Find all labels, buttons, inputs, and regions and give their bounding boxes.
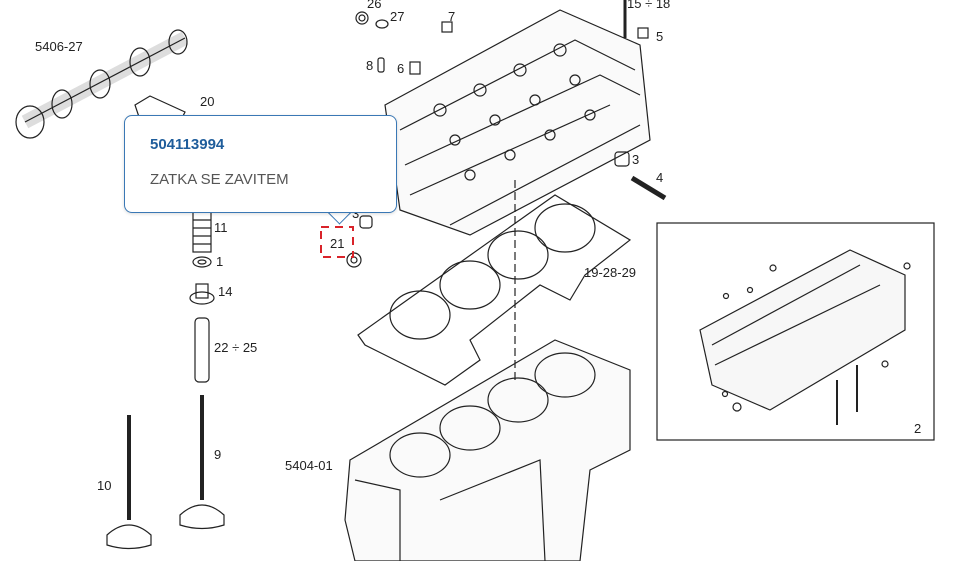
label-7: 7 — [448, 9, 455, 24]
label-11: 11 — [214, 220, 228, 235]
part-info-popup: 504113994 ZATKA SE ZAVITEM — [124, 115, 397, 213]
part-9-valve[interactable] — [179, 395, 225, 530]
label-27: 27 — [390, 9, 404, 24]
label-gasket: 19-28-29 — [584, 265, 636, 280]
part-5[interactable] — [637, 27, 649, 39]
label-21: 21 — [330, 236, 344, 251]
head-gasket-part[interactable] — [357, 194, 632, 386]
label-4: 4 — [656, 170, 663, 185]
part-small-3[interactable] — [359, 215, 373, 229]
part-3[interactable] — [614, 151, 630, 167]
label-5: 5 — [656, 29, 663, 44]
label-6: 6 — [397, 61, 404, 76]
label-14: 14 — [218, 284, 232, 299]
part-11-spring[interactable] — [192, 211, 212, 253]
label-26: 26 — [367, 0, 381, 11]
part-1-ring[interactable] — [192, 256, 212, 268]
label-20: 20 — [200, 94, 214, 109]
part-27[interactable] — [375, 19, 389, 29]
label-3: 3 — [632, 152, 639, 167]
camshaft-part[interactable] — [15, 29, 189, 139]
part-4[interactable] — [630, 175, 667, 201]
part-8[interactable] — [377, 57, 385, 73]
part-10-valve[interactable] — [106, 415, 152, 550]
engine-block-part[interactable] — [344, 339, 631, 561]
part-description: ZATKA SE ZAVITEM — [150, 171, 289, 188]
part-22-25-guide[interactable] — [194, 317, 210, 383]
inset-panel[interactable] — [656, 222, 935, 441]
label-8: 8 — [366, 58, 373, 73]
label-9: 9 — [214, 447, 221, 462]
label-block: 5404-01 — [285, 458, 333, 473]
label-small-3: 3 — [352, 206, 359, 221]
label-10: 10 — [97, 478, 111, 493]
cylinder-head-part[interactable] — [384, 9, 651, 236]
part-26[interactable] — [355, 11, 369, 25]
label-15-18: 15 ÷ 18 — [627, 0, 670, 11]
label-1: 1 — [216, 254, 223, 269]
part-6[interactable] — [409, 61, 421, 75]
highlight-frame — [320, 226, 354, 258]
part-number-link[interactable]: 504113994 — [150, 136, 225, 153]
part-14-seal[interactable] — [189, 283, 215, 305]
label-22-25: 22 ÷ 25 — [214, 340, 257, 355]
label-camshaft: 5406-27 — [35, 39, 83, 54]
part-7[interactable] — [441, 21, 453, 33]
label-inset: 2 — [914, 421, 921, 436]
